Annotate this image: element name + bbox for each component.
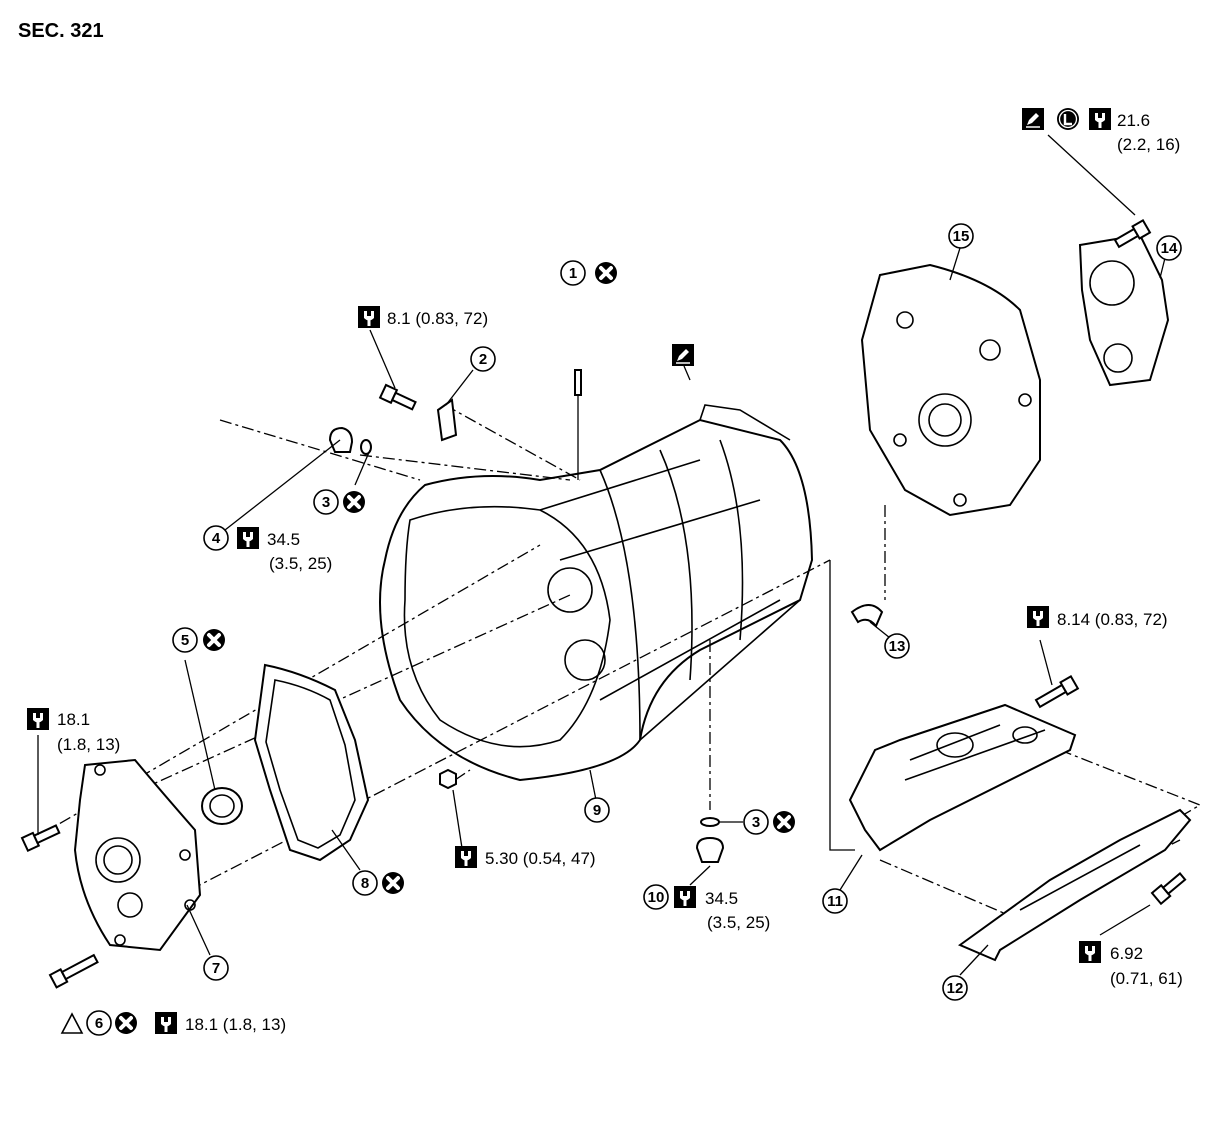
callout-number: 4 bbox=[203, 525, 229, 551]
torque-wrench-icon bbox=[237, 527, 259, 549]
torque-wrench-icon bbox=[455, 846, 477, 868]
callout-number: 11 bbox=[822, 888, 848, 914]
torque-wrench-icon bbox=[1027, 606, 1049, 628]
svg-text:8: 8 bbox=[361, 875, 369, 892]
do-not-reuse-icon bbox=[341, 489, 367, 515]
triangle-note-icon bbox=[60, 1012, 84, 1034]
torque-wrench-icon bbox=[27, 708, 49, 730]
callout-number: 14 bbox=[1156, 235, 1182, 261]
cover-part-11 bbox=[848, 703, 1077, 852]
svg-text:2: 2 bbox=[479, 351, 487, 368]
bracket-part-2 bbox=[378, 383, 458, 442]
stud-part-1 bbox=[574, 369, 582, 396]
do-not-reuse-icon bbox=[593, 260, 619, 286]
torque-wrench-icon bbox=[674, 886, 696, 908]
callout-number: 13 bbox=[884, 633, 910, 659]
torque-spec-10-nm: 34.5 bbox=[705, 889, 738, 908]
plug-part-4 bbox=[328, 426, 372, 455]
callout-number: 1 bbox=[560, 260, 586, 286]
bolt-part-6 bbox=[48, 953, 99, 989]
torque-spec-14-alt: (2.2, 16) bbox=[1117, 135, 1180, 154]
plate-part-15 bbox=[860, 263, 1041, 517]
callout-number: 2 bbox=[470, 346, 496, 372]
svg-text:5: 5 bbox=[181, 632, 189, 649]
bolt-part-11 bbox=[1034, 675, 1080, 709]
clip-part-13 bbox=[850, 604, 884, 628]
callout-number: 3 bbox=[313, 489, 339, 515]
bolt-part-7 bbox=[20, 824, 61, 853]
oil-seal-part-5 bbox=[201, 787, 243, 825]
svg-text:3: 3 bbox=[752, 814, 760, 831]
torque-spec-4-nm: 34.5 bbox=[267, 530, 300, 549]
nut-part-9 bbox=[439, 768, 457, 790]
do-not-reuse-icon bbox=[380, 870, 406, 896]
torque-spec-12-alt: (0.71, 61) bbox=[1110, 969, 1183, 988]
svg-text:11: 11 bbox=[827, 893, 843, 910]
torque-wrench-icon bbox=[1079, 941, 1101, 963]
torque-spec-2: 8.1 (0.83, 72) bbox=[387, 309, 488, 328]
rear-cover-part-7 bbox=[73, 758, 202, 952]
svg-text:7: 7 bbox=[212, 960, 220, 977]
do-not-reuse-icon bbox=[201, 627, 227, 653]
callout-number: 5 bbox=[172, 627, 198, 653]
svg-text:12: 12 bbox=[947, 980, 964, 997]
do-not-reuse-icon bbox=[113, 1010, 139, 1036]
torque-spec-4-alt: (3.5, 25) bbox=[269, 554, 332, 573]
svg-text:14: 14 bbox=[1161, 240, 1178, 257]
svg-text:1: 1 bbox=[569, 265, 577, 282]
callout-number: 6 bbox=[86, 1010, 112, 1036]
callout-number: 9 bbox=[584, 797, 610, 823]
do-not-reuse-icon bbox=[771, 809, 797, 835]
sealant-icon bbox=[1021, 107, 1045, 131]
torque-spec-10-alt: (3.5, 25) bbox=[707, 913, 770, 932]
svg-text:15: 15 bbox=[953, 228, 970, 245]
bolt-part-12 bbox=[1150, 872, 1187, 906]
cover-part-12 bbox=[957, 808, 1192, 962]
svg-text:9: 9 bbox=[593, 802, 601, 819]
callout-number: 10 bbox=[643, 884, 669, 910]
callout-number: 8 bbox=[352, 870, 378, 896]
leader-lines bbox=[37, 134, 1166, 976]
torque-wrench-icon bbox=[358, 306, 380, 328]
bolt-part-14 bbox=[1113, 219, 1152, 249]
torque-spec-12-nm: 6.92 bbox=[1110, 944, 1143, 963]
plug-part-10 bbox=[695, 817, 725, 863]
gasket-part-8 bbox=[253, 663, 370, 862]
torque-spec-9: 5.30 (0.54, 47) bbox=[485, 849, 596, 868]
locking-sealant-icon bbox=[1055, 106, 1081, 132]
torque-spec-14-nm: 21.6 bbox=[1117, 111, 1150, 130]
section-title: SEC. 321 bbox=[18, 20, 104, 42]
callout-number: 12 bbox=[942, 975, 968, 1001]
torque-spec-7-nm: 18.1 bbox=[57, 710, 90, 729]
svg-text:10: 10 bbox=[648, 889, 665, 906]
callout-number: 15 bbox=[948, 223, 974, 249]
torque-wrench-icon bbox=[1089, 108, 1111, 130]
callout-number: 7 bbox=[203, 955, 229, 981]
svg-text:3: 3 bbox=[322, 494, 330, 511]
transmission-case bbox=[379, 404, 814, 782]
callout-number: 3 bbox=[743, 809, 769, 835]
svg-text:6: 6 bbox=[95, 1015, 103, 1032]
torque-spec-7-alt: (1.8, 13) bbox=[57, 735, 120, 754]
gasket-part-14 bbox=[1078, 233, 1170, 387]
sealant-icon bbox=[671, 343, 695, 367]
torque-spec-6: 18.1 (1.8, 13) bbox=[185, 1015, 286, 1034]
svg-text:4: 4 bbox=[212, 530, 221, 547]
torque-wrench-icon bbox=[155, 1012, 177, 1034]
torque-spec-11: 8.14 (0.83, 72) bbox=[1057, 610, 1168, 629]
svg-text:13: 13 bbox=[889, 638, 906, 655]
